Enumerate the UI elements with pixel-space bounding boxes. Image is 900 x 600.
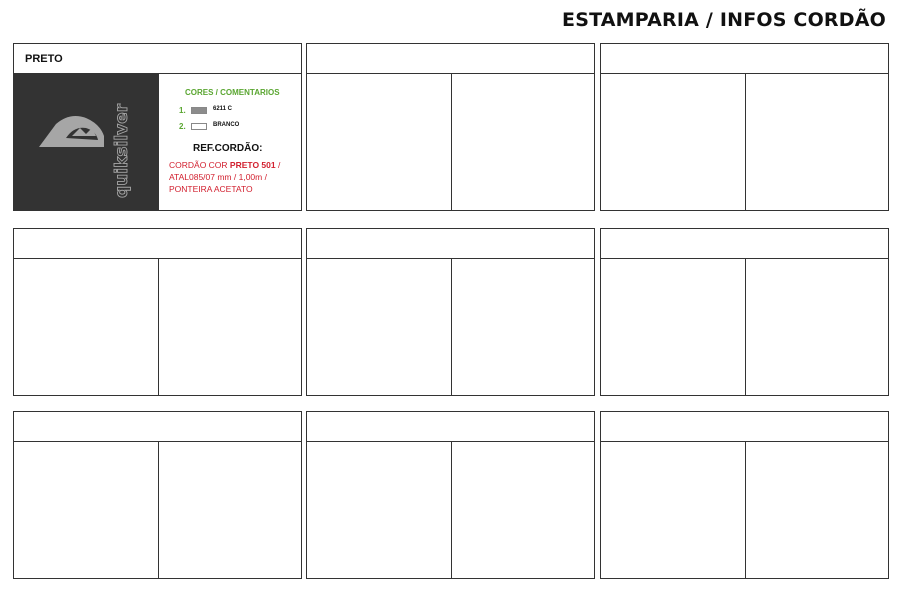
ref-line-3: PONTEIRA ACETATO — [169, 184, 253, 194]
cord-card-4 — [13, 228, 302, 396]
color-number: 1. — [179, 106, 186, 115]
cord-card-6 — [600, 228, 889, 396]
cord-card-5 — [306, 228, 595, 396]
card-header — [14, 412, 301, 442]
card-header — [601, 44, 888, 74]
ref-line-1-suffix: / — [275, 160, 281, 170]
card-color-label: PRETO — [25, 53, 63, 65]
card-divider — [451, 259, 452, 395]
card-header — [601, 412, 888, 442]
cord-card-2 — [306, 43, 595, 211]
color-swatch-1 — [191, 107, 207, 114]
card-divider — [745, 442, 746, 578]
card-divider — [745, 259, 746, 395]
card-divider — [451, 442, 452, 578]
page-title: ESTAMPARIA / INFOS CORDÃO — [562, 9, 886, 31]
cord-card-7 — [13, 411, 302, 579]
card-divider — [158, 259, 159, 395]
card-header — [307, 44, 594, 74]
ref-line-1-prefix: CORDÃO COR — [169, 160, 230, 170]
ref-cord-description: CORDÃO COR PRETO 501 / ATAL085/07 mm / 1… — [169, 159, 294, 195]
card-header — [307, 229, 594, 259]
cord-card-8 — [306, 411, 595, 579]
color-name: BRANCO — [213, 122, 240, 128]
color-name: 6211 C — [213, 106, 233, 112]
cord-card-9 — [600, 411, 889, 579]
cord-card-1: PRETO quiksilver CORES / COMENTARIOS 1. … — [13, 43, 302, 211]
card-header — [14, 229, 301, 259]
card-divider — [451, 74, 452, 210]
ref-cord-title: REF.CORDÃO: — [193, 143, 263, 154]
logo-wordmark: quiksilver — [112, 103, 132, 198]
card-info-panel: CORES / COMENTARIOS 1. 6211 C 2. BRANCO … — [159, 74, 301, 210]
card-header: PRETO — [14, 44, 301, 74]
card-divider — [745, 74, 746, 210]
card-header — [601, 229, 888, 259]
card-header — [307, 412, 594, 442]
print-artwork: quiksilver — [14, 74, 159, 210]
ref-line-1-bold: PRETO 501 — [229, 160, 276, 170]
ref-line-2: ATAL085/07 mm / 1,00m / — [169, 172, 267, 182]
cord-card-3 — [600, 43, 889, 211]
card-divider — [158, 442, 159, 578]
color-swatch-2 — [191, 123, 207, 130]
quiksilver-logo-icon: quiksilver — [39, 103, 132, 198]
color-number: 2. — [179, 122, 186, 131]
colors-comments-title: CORES / COMENTARIOS — [185, 88, 280, 97]
